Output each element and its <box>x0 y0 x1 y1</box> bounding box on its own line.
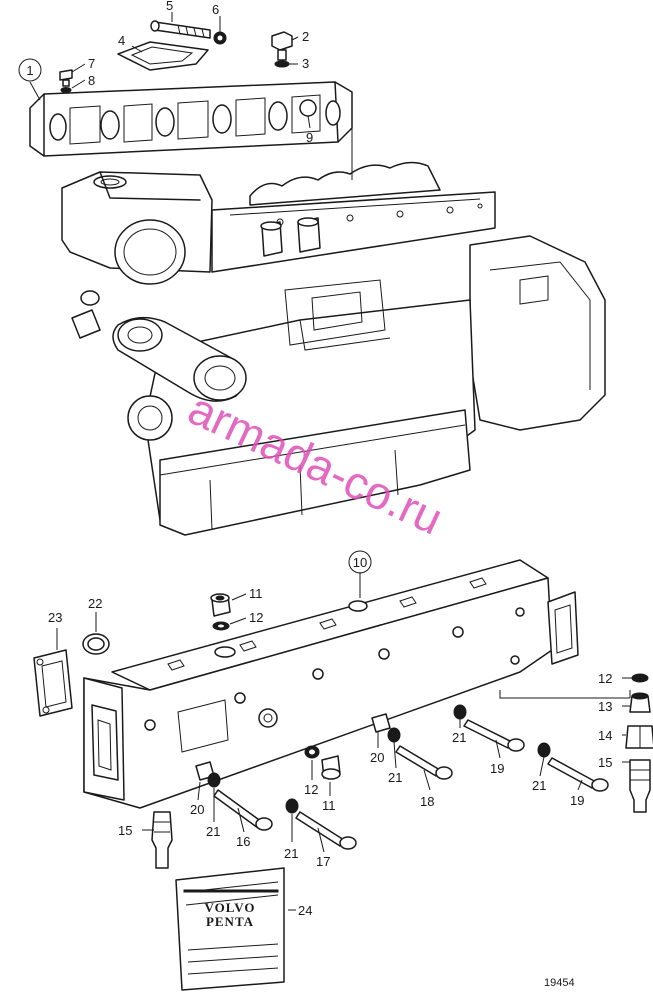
callout-numbers: 1 2 3 4 5 6 7 8 9 10 11 12 12 11 12 13 1… <box>26 0 612 918</box>
manual-brand-line1: VOLVO <box>205 900 256 915</box>
callout-5: 5 <box>166 0 173 13</box>
callout-11-top: 11 <box>249 586 263 601</box>
callout-16: 16 <box>236 834 250 849</box>
callout-21-e: 21 <box>532 778 546 793</box>
fitting-stack-right <box>625 673 653 813</box>
callout-8: 8 <box>88 73 95 88</box>
callout-10-ring <box>348 550 372 574</box>
washer-12-top <box>212 621 230 631</box>
gasket-plate-4 <box>117 41 209 71</box>
callout-20-left: 20 <box>190 802 204 817</box>
callout-17: 17 <box>316 854 330 869</box>
callout-24: 24 <box>298 903 312 918</box>
callout-14: 14 <box>598 728 612 743</box>
callout-3: 3 <box>302 56 309 71</box>
callout-21-c: 21 <box>388 770 402 785</box>
bolt-18 <box>395 745 453 780</box>
drawing-number: 19454 <box>544 977 575 989</box>
callout-23: 23 <box>48 610 62 625</box>
callout-1-ring <box>18 58 42 82</box>
exhaust-manifold-lower <box>83 559 579 809</box>
callout-4: 4 <box>118 33 125 48</box>
leader-lines <box>29 12 632 911</box>
nipple-15-left <box>151 811 173 869</box>
nipple-15-right <box>629 759 651 813</box>
callout-19-left: 19 <box>490 761 504 776</box>
callout-7: 7 <box>88 56 95 71</box>
bolt-17 <box>295 811 357 850</box>
callout-20-right: 20 <box>370 750 384 765</box>
callout-12-front: 12 <box>304 782 318 797</box>
callout-9: 9 <box>306 130 313 145</box>
bolt-19-left <box>463 719 525 752</box>
plug-11-top <box>210 593 231 617</box>
plug-11-front <box>321 755 341 780</box>
callout-15-right: 15 <box>598 755 612 770</box>
callout-22: 22 <box>88 596 102 611</box>
bolt-2 <box>271 31 293 61</box>
callout-10: 10 <box>353 555 367 570</box>
washers-21 <box>207 704 551 814</box>
callout-1: 1 <box>26 63 33 78</box>
manual-brand-line2: PENTA <box>206 914 254 929</box>
bolt-19-right <box>547 757 609 792</box>
callout-21-a: 21 <box>206 824 220 839</box>
callout-19-right: 19 <box>570 793 584 808</box>
callout-12-right: 12 <box>598 671 612 686</box>
callout-2: 2 <box>302 29 309 44</box>
callout-12-top: 12 <box>249 610 263 625</box>
sealing-ring-22 <box>82 633 110 655</box>
bracket-line <box>499 690 631 699</box>
washer-12-right <box>631 673 649 683</box>
stud-bolt-5 <box>150 20 211 39</box>
washer-6 <box>213 31 227 45</box>
washer-8 <box>60 87 72 93</box>
callout-13: 13 <box>598 699 612 714</box>
instruction-manual-24 <box>175 867 285 991</box>
washer-12-front <box>304 745 320 759</box>
sleeve-20-right <box>371 713 391 733</box>
callout-6: 6 <box>212 2 219 17</box>
manifold-ports <box>49 94 341 145</box>
gasket-23 <box>33 649 73 717</box>
callout-18: 18 <box>420 794 434 809</box>
callout-11-front: 11 <box>322 798 336 813</box>
screw-7 <box>59 69 73 87</box>
callout-21-b: 21 <box>284 846 298 861</box>
bolt-16 <box>213 789 273 831</box>
exhaust-manifold-upper <box>29 81 353 157</box>
washer-3 <box>274 60 290 68</box>
engine-block <box>61 118 606 536</box>
callout-21-d: 21 <box>452 730 466 745</box>
callout-15-left: 15 <box>118 823 132 838</box>
